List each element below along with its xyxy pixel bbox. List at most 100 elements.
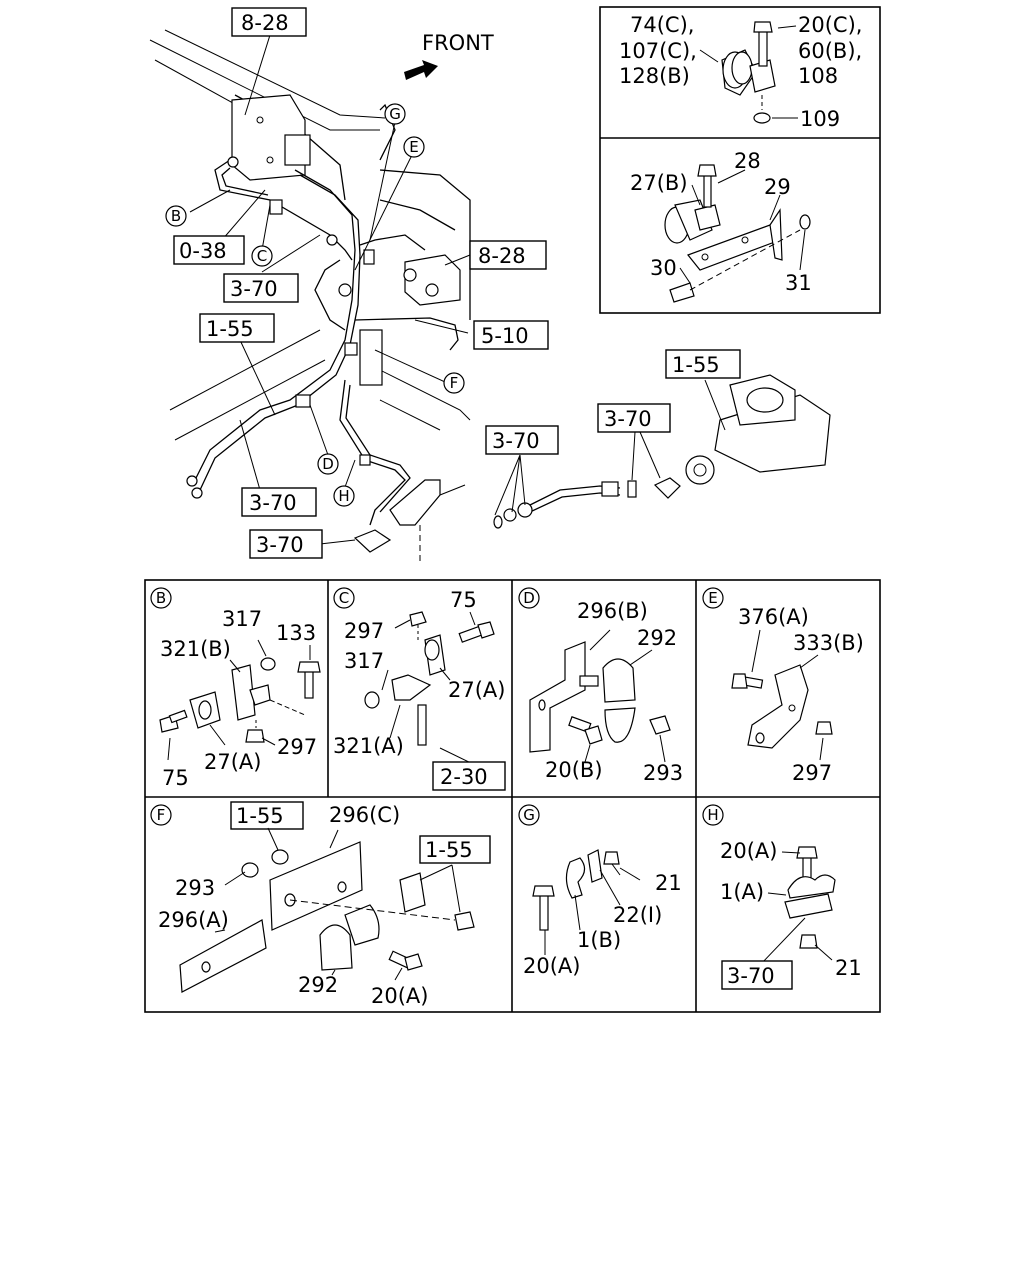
- detail-B: B 317 133 321(B) 75 27(A) 297: [150, 587, 321, 790]
- svg-text:321(A): 321(A): [333, 734, 404, 758]
- svg-text:107(C),: 107(C),: [619, 39, 697, 63]
- svg-text:27(A): 27(A): [204, 750, 261, 774]
- marker-F: F: [443, 372, 465, 394]
- svg-text:31: 31: [785, 271, 812, 295]
- svg-text:H: H: [707, 806, 718, 824]
- marker-E: E: [403, 136, 425, 158]
- svg-text:333(B): 333(B): [793, 631, 864, 655]
- detail-grid: [144, 579, 881, 1013]
- svg-text:E: E: [409, 138, 418, 156]
- ref-box-8-28-right: 8-28: [469, 240, 547, 270]
- svg-text:292: 292: [298, 973, 338, 997]
- svg-text:108: 108: [798, 64, 838, 88]
- svg-text:28: 28: [734, 149, 761, 173]
- svg-text:293: 293: [175, 876, 215, 900]
- svg-text:321(B): 321(B): [160, 637, 231, 661]
- svg-text:1-55: 1-55: [206, 317, 254, 341]
- svg-text:128(B): 128(B): [619, 64, 690, 88]
- svg-text:20(C),: 20(C),: [798, 13, 862, 37]
- ref-box-3-70-bottom: 3-70: [249, 529, 323, 559]
- svg-text:0-38: 0-38: [179, 239, 227, 263]
- svg-text:292: 292: [637, 626, 677, 650]
- detail-G: G 21 22(I) 1(B) 20(A): [518, 804, 682, 978]
- svg-text:297: 297: [792, 761, 832, 785]
- svg-text:D: D: [322, 455, 334, 473]
- svg-text:B: B: [171, 207, 181, 225]
- svg-text:F: F: [450, 374, 459, 392]
- svg-text:H: H: [338, 487, 349, 505]
- svg-text:20(A): 20(A): [523, 954, 580, 978]
- svg-text:3-70: 3-70: [256, 533, 304, 557]
- svg-text:D: D: [523, 589, 535, 607]
- ref-box-1-55-right: 1-55: [665, 349, 741, 379]
- svg-text:74(C),: 74(C),: [630, 13, 694, 37]
- detail-C: C 75 297 317 27(A) 321(A) 2-30: [333, 587, 506, 791]
- svg-text:60(B),: 60(B),: [798, 39, 862, 63]
- svg-text:22(I): 22(I): [613, 903, 662, 927]
- svg-text:297: 297: [277, 735, 317, 759]
- svg-text:2-30: 2-30: [440, 765, 488, 789]
- svg-text:75: 75: [450, 588, 477, 612]
- svg-text:C: C: [257, 247, 267, 265]
- svg-text:293: 293: [643, 761, 683, 785]
- detail-E: E 376(A) 333(B) 297: [702, 587, 864, 785]
- svg-text:29: 29: [764, 175, 791, 199]
- svg-text:317: 317: [344, 649, 384, 673]
- svg-text:F: F: [157, 806, 166, 824]
- svg-text:8-28: 8-28: [241, 11, 289, 35]
- svg-text:21: 21: [835, 956, 862, 980]
- ref-box-3-70-center: 3-70: [485, 425, 559, 455]
- svg-text:1-55: 1-55: [672, 353, 720, 377]
- svg-text:E: E: [708, 589, 717, 607]
- main-view: FRONT: [149, 7, 831, 565]
- svg-text:3-70: 3-70: [727, 964, 775, 988]
- front-label: FRONT: [422, 31, 494, 55]
- svg-text:21: 21: [655, 871, 682, 895]
- svg-text:297: 297: [344, 619, 384, 643]
- svg-text:5-10: 5-10: [481, 324, 529, 348]
- svg-text:296(B): 296(B): [577, 599, 648, 623]
- front-arrow-icon: [404, 60, 438, 80]
- detail-H: H 20(A) 1(A) 3-70 21: [702, 804, 862, 990]
- svg-text:C: C: [339, 589, 349, 607]
- svg-text:3-70: 3-70: [249, 491, 297, 515]
- svg-text:75: 75: [162, 766, 189, 790]
- svg-text:20(A): 20(A): [371, 984, 428, 1008]
- svg-text:109: 109: [800, 107, 840, 131]
- svg-text:1(B): 1(B): [577, 928, 621, 952]
- ref-box-8-28-top: 8-28: [231, 7, 307, 37]
- svg-text:3-70: 3-70: [492, 429, 540, 453]
- svg-text:20(A): 20(A): [720, 839, 777, 863]
- ref-box-3-70-lower-left: 3-70: [241, 487, 317, 517]
- marker-G: G: [384, 103, 406, 125]
- inset-top-right: 74(C), 107(C), 128(B) 20(C), 60(B), 108 …: [599, 6, 881, 314]
- ref-box-3-70-right: 3-70: [597, 403, 671, 433]
- svg-text:3-70: 3-70: [230, 277, 278, 301]
- marker-D: D: [317, 453, 339, 475]
- svg-text:376(A): 376(A): [738, 605, 809, 629]
- svg-text:G: G: [389, 105, 401, 123]
- svg-text:317: 317: [222, 607, 262, 631]
- svg-text:30: 30: [650, 256, 677, 280]
- svg-text:296(A): 296(A): [158, 908, 229, 932]
- marker-H: H: [333, 485, 355, 507]
- ref-box-1-55-left: 1-55: [199, 313, 275, 343]
- svg-text:133: 133: [276, 621, 316, 645]
- svg-text:20(B): 20(B): [545, 758, 603, 782]
- svg-text:1(A): 1(A): [720, 880, 764, 904]
- svg-text:1-55: 1-55: [425, 838, 473, 862]
- svg-text:G: G: [523, 806, 535, 824]
- detail-F: F 1-55 296(C) 1-55 293 296(A) 292 20(A): [150, 801, 491, 1008]
- ref-box-3-70-upper: 3-70: [223, 273, 299, 303]
- svg-text:296(C): 296(C): [329, 803, 400, 827]
- svg-text:8-28: 8-28: [478, 244, 526, 268]
- svg-text:27(A): 27(A): [448, 678, 505, 702]
- svg-text:3-70: 3-70: [604, 407, 652, 431]
- ref-box-5-10: 5-10: [473, 320, 549, 350]
- svg-text:B: B: [156, 589, 166, 607]
- svg-text:27(B): 27(B): [630, 171, 688, 195]
- svg-text:1-55: 1-55: [236, 804, 284, 828]
- detail-D: D 296(B) 292 20(B) 293: [518, 587, 683, 785]
- marker-C: C: [251, 245, 273, 267]
